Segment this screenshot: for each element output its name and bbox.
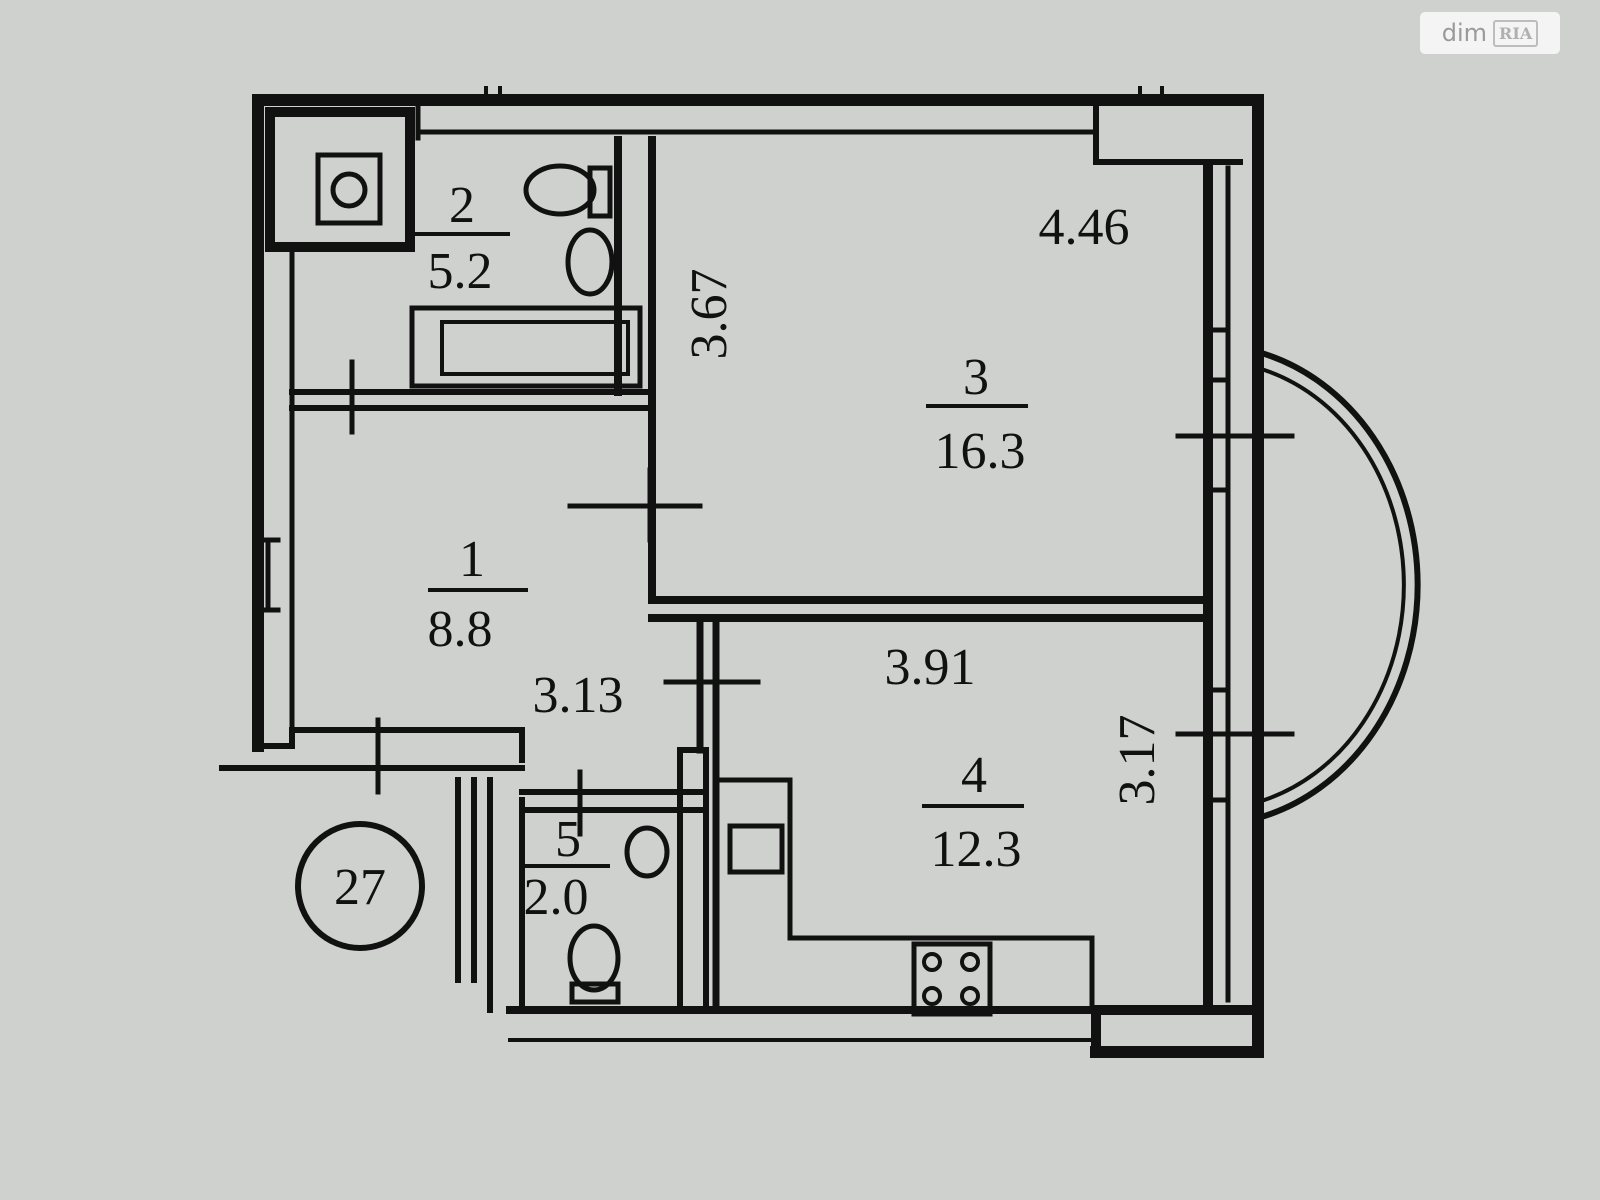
wall-line (648, 596, 1212, 622)
window-tick (1205, 327, 1231, 803)
room-number-4: 4 (961, 747, 987, 804)
kitchen-sink (727, 823, 785, 875)
room-area-5: 2.0 (524, 869, 589, 926)
bay-window-arc (1255, 365, 1406, 805)
vent-shaft (265, 107, 415, 252)
dimension-label: 3.13 (533, 667, 624, 724)
dimension-label: 3.17 (1109, 715, 1166, 806)
dimension-label: 4.46 (1039, 199, 1130, 256)
vent-shaft-inner (315, 152, 383, 226)
room-area-1: 8.8 (428, 601, 493, 658)
sink (565, 227, 615, 297)
toilet-bowl (523, 163, 597, 217)
stove-burner (960, 952, 980, 972)
stove-burner (922, 952, 942, 972)
watermark-brand: dim (1441, 19, 1488, 47)
stove (911, 941, 993, 1017)
room-area-3: 16.3 (935, 423, 1026, 480)
kitchen-counter (713, 777, 1095, 1013)
wall-line (255, 727, 525, 763)
room-area-2: 5.2 (428, 243, 493, 300)
wall-line (487, 777, 525, 1013)
toilet-tank (587, 165, 613, 219)
wall-stub (484, 86, 502, 106)
stove-burner (960, 986, 980, 1006)
stove-burner (922, 986, 942, 1006)
pipe-circle (330, 171, 368, 209)
dimria-watermark: dim RIA (1420, 12, 1560, 54)
room-area-4: 12.3 (931, 821, 1022, 878)
wall-line (614, 136, 656, 604)
bathtub-inner (440, 320, 630, 376)
outer-wall (252, 94, 1264, 1058)
toilet-bowl (567, 923, 621, 993)
wall-line (519, 789, 703, 813)
toilet-tank (569, 981, 621, 1005)
door-jamb (455, 777, 477, 983)
bay-window-arc (1254, 348, 1421, 822)
room-number-2: 2 (449, 177, 475, 234)
room-number-5: 5 (555, 811, 581, 868)
wall-stub (1138, 86, 1164, 106)
watermark-logo: RIA (1493, 19, 1539, 47)
wall-line (289, 389, 653, 411)
apartment-number: 27 (334, 859, 386, 916)
bathtub (409, 305, 643, 389)
wall-line (255, 537, 281, 613)
dimension-label: 3.91 (885, 639, 976, 696)
sink (624, 825, 670, 879)
dimension-label: 3.67 (681, 269, 738, 360)
wall-line (1093, 97, 1243, 165)
room-number-1: 1 (459, 531, 485, 588)
apartment-number-badge (295, 821, 425, 951)
room-number-3: 3 (963, 349, 989, 406)
dimension-tick (567, 467, 703, 543)
